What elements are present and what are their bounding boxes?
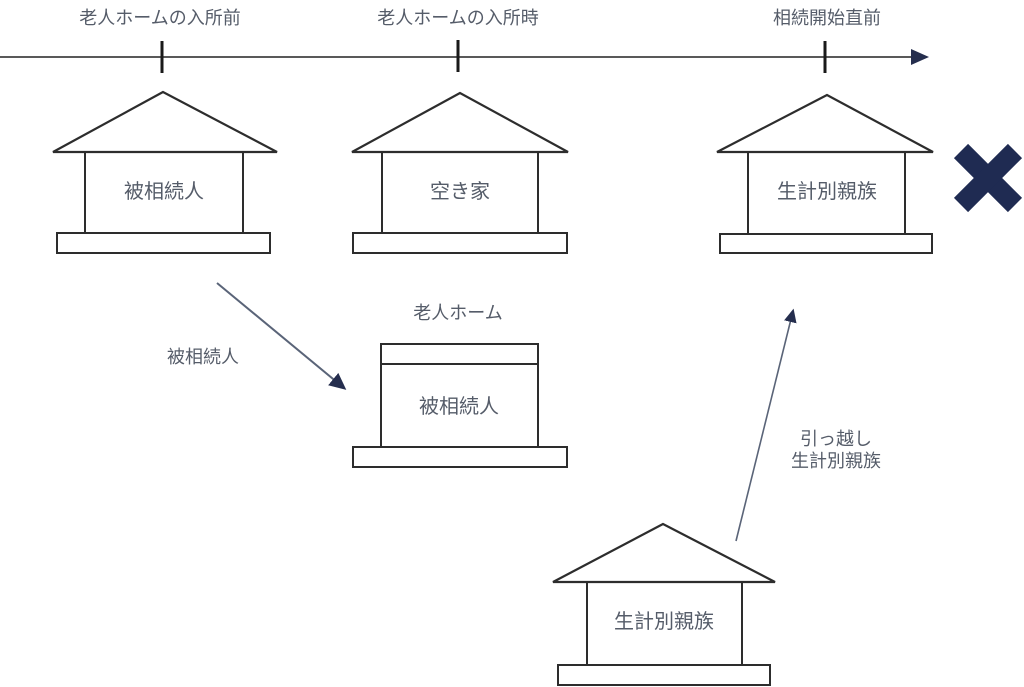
nursing-home-body: [380, 363, 539, 448]
x-mark-icon: [953, 143, 1023, 213]
arrow-label-decedent: 被相続人: [167, 347, 239, 368]
house-occupant-label: 生計別親族: [614, 609, 714, 633]
house-pre-inheritance: 生計別親族: [716, 93, 934, 254]
stage-label-before-entry: 老人ホームの入所前: [79, 8, 240, 29]
house-before-entry: 被相続人: [52, 90, 278, 254]
house-occupant-label: 生計別親族: [777, 179, 877, 203]
stage-label-at-entry: 老人ホームの入所時: [377, 8, 538, 29]
house-roof: [351, 91, 569, 154]
house-at-entry: 空き家: [351, 91, 569, 254]
arrow-label-move-line2: 生計別親族: [791, 451, 881, 472]
nursing-home-base: [352, 446, 568, 468]
house-base: [352, 232, 568, 254]
house-occupant-label: 空き家: [430, 179, 490, 203]
timeline: 老人ホームの入所前 老人ホームの入所時 相続開始直前: [0, 8, 929, 73]
arrow-to-nursing-home: 被相続人: [167, 282, 347, 390]
house-base: [56, 232, 271, 254]
arrow-move-in: 引っ越し 生計別親族: [735, 308, 881, 542]
house-base: [719, 233, 933, 254]
nursing-home-building: 老人ホーム 被相続人: [352, 303, 568, 468]
stage-label-pre-inheritance: 相続開始直前: [773, 8, 881, 29]
nursing-home-title: 老人ホーム: [413, 303, 502, 324]
house-base: [557, 664, 771, 686]
nursing-home-occupant-label: 被相続人: [419, 394, 499, 418]
x-stroke: [953, 143, 1023, 213]
house-relatives-home: 生計別親族: [552, 522, 776, 686]
arrow-shaft: [216, 282, 347, 390]
arrow-label-move-line1: 引っ越し: [800, 429, 872, 450]
nursing-home-roofbar: [380, 343, 539, 365]
house-roof: [716, 93, 934, 154]
house-occupant-label: 被相続人: [124, 179, 204, 203]
arrow-shaft: [735, 308, 797, 542]
house-roof: [552, 522, 776, 584]
house-roof: [52, 90, 278, 154]
